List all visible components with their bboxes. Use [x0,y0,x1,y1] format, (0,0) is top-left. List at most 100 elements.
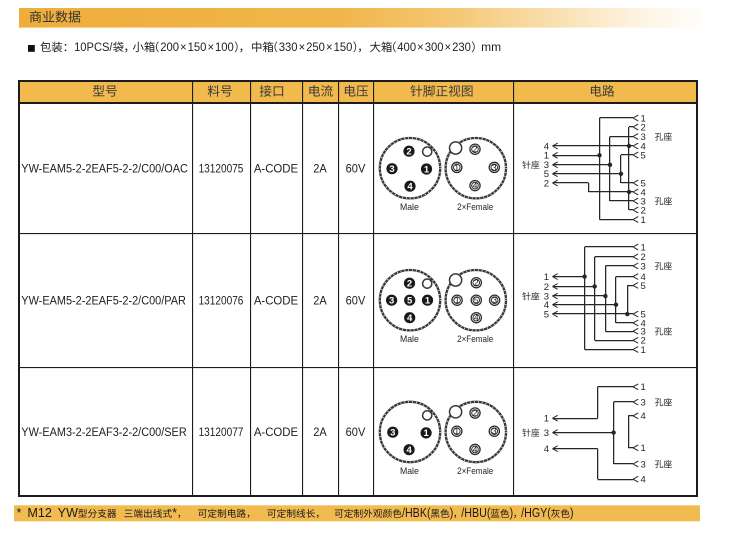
svg-text:×: × [445,41,452,54]
svg-text:2A: 2A [313,427,327,439]
svg-text:60V: 60V [346,295,366,307]
svg-text:10PCS/: 10PCS/ [74,42,113,54]
svg-text:100: 100 [215,41,234,54]
svg-text:/HGY(: /HGY( [521,506,551,520]
svg-text:60V: 60V [346,163,366,175]
svg-text:2: 2 [544,178,549,189]
svg-text:1: 1 [641,345,646,356]
svg-text:2: 2 [544,282,549,293]
svg-text:1: 1 [424,164,430,175]
svg-text:1: 1 [641,382,646,393]
svg-text:2A: 2A [313,295,327,307]
svg-text:2: 2 [406,147,411,158]
svg-text:×: × [180,41,187,54]
svg-text:×: × [299,41,306,54]
svg-text:YW-EAM5-2-2EAF5-2-2/C00/OAC: YW-EAM5-2-2EAF5-2-2/C00/OAC [21,163,188,176]
svg-text:13120075: 13120075 [199,163,244,176]
svg-text:×: × [207,41,214,54]
svg-text:5: 5 [641,150,646,161]
svg-text:2: 2 [641,336,646,347]
svg-text:3: 3 [641,459,646,470]
svg-text:1: 1 [423,428,429,439]
svg-text:3: 3 [492,162,497,172]
svg-text:3: 3 [390,428,395,439]
svg-text:1: 1 [544,414,549,425]
svg-text:3: 3 [492,295,497,305]
svg-text:1: 1 [641,242,646,253]
svg-text:1: 1 [425,296,431,307]
svg-text:13120076: 13120076 [199,295,244,308]
svg-text:2×Female: 2×Female [457,334,493,345]
svg-text:3: 3 [544,160,549,171]
svg-text:2: 2 [641,252,646,263]
svg-text:5: 5 [474,295,479,305]
svg-text:3: 3 [389,296,394,307]
svg-text:3: 3 [641,327,646,338]
svg-text:3: 3 [544,428,549,439]
svg-text:3: 3 [641,132,646,143]
svg-text:3: 3 [544,292,549,303]
svg-text:×: × [326,41,333,54]
svg-text:2: 2 [407,279,412,290]
svg-text:4: 4 [407,313,413,324]
svg-text:3: 3 [389,164,394,175]
svg-text:330: 330 [279,41,298,54]
svg-text:3: 3 [641,398,646,409]
svg-text:4: 4 [406,445,412,456]
svg-text:5: 5 [641,310,646,321]
svg-text:2: 2 [473,408,478,418]
svg-text:4: 4 [544,300,549,311]
svg-text:4: 4 [641,187,646,198]
svg-text:4: 4 [641,141,646,152]
svg-text:4: 4 [544,444,549,455]
svg-text:4: 4 [473,181,478,191]
svg-text:1: 1 [455,295,460,305]
svg-text:2: 2 [473,144,478,154]
svg-text:3: 3 [492,426,497,436]
svg-text:/HBK(: /HBK( [402,506,431,520]
svg-text:250: 250 [306,41,325,54]
svg-text:): ) [570,506,574,520]
svg-text:Male: Male [400,334,419,344]
svg-text:1: 1 [641,215,646,226]
svg-text:5: 5 [544,169,549,180]
svg-text:1: 1 [454,162,459,172]
svg-text:*: * [17,506,22,520]
svg-text:4: 4 [641,318,646,329]
svg-text:A-CODE: A-CODE [254,162,298,175]
svg-text:mm: mm [481,40,501,54]
svg-text:400: 400 [397,41,416,54]
svg-text:YW-EAM3-2-2EAF3-2-2/C00/SER: YW-EAM3-2-2EAF3-2-2/C00/SER [21,427,186,440]
svg-text:2×Female: 2×Female [457,202,493,213]
svg-text:): ) [450,506,454,520]
svg-text:×: × [417,41,424,54]
svg-text:YW: YW [58,506,78,520]
svg-text:5: 5 [544,310,549,321]
svg-text:4: 4 [641,475,646,486]
svg-text:/HBU(: /HBU( [461,506,490,520]
svg-text:1: 1 [641,443,646,454]
svg-text:Male: Male [400,202,419,212]
svg-text:2: 2 [474,278,479,288]
svg-text:300: 300 [425,41,444,54]
svg-text:YW-EAM5-2-2EAF5-2-2/C00/PAR: YW-EAM5-2-2EAF5-2-2/C00/PAR [21,295,186,308]
svg-text:5: 5 [641,178,646,189]
svg-text:1: 1 [641,113,646,124]
svg-text:2: 2 [641,122,646,133]
svg-text:*: * [172,506,177,520]
svg-text:4: 4 [641,411,646,422]
svg-text:4: 4 [544,141,549,152]
svg-text:150: 150 [188,41,207,54]
svg-text:2×Female: 2×Female [457,465,493,476]
svg-text:1: 1 [544,272,549,283]
svg-text:4: 4 [473,444,478,454]
svg-text:): ) [510,506,514,520]
svg-text:1: 1 [544,151,549,162]
svg-text:5: 5 [407,296,413,307]
svg-text:3: 3 [641,196,646,207]
svg-text:A-CODE: A-CODE [254,294,298,307]
svg-text:5: 5 [641,281,646,292]
svg-text:60V: 60V [346,427,366,439]
svg-text:1: 1 [454,426,459,436]
svg-text:150: 150 [334,41,353,54]
